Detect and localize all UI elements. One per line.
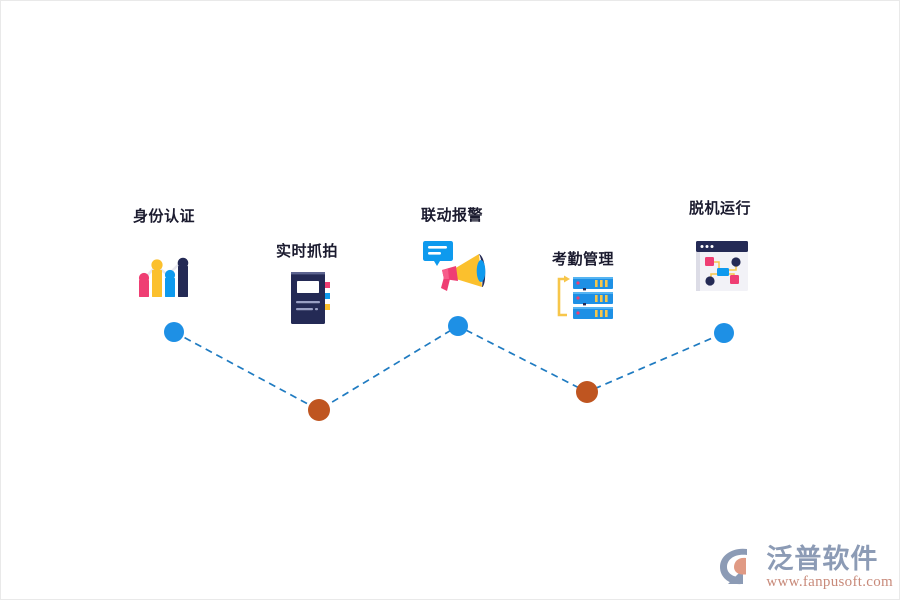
node-label-linked-alarm: 联动报警 — [420, 207, 484, 224]
milestone-dot-identity-authentication[interactable] — [164, 322, 184, 342]
notebook-document-icon — [285, 269, 333, 332]
server-rack-icon — [553, 275, 617, 326]
network-window-icon — [693, 239, 751, 298]
milestone-dot-linked-alarm[interactable] — [448, 316, 468, 336]
watermark: 泛普软件 www.fanpusoft.com — [716, 544, 893, 593]
node-label-identity-authentication: 身份认证 — [132, 208, 196, 225]
fanpu-swoosh-logo-icon — [716, 544, 762, 593]
watermark-brand-cn: 泛普软件 — [766, 544, 879, 576]
node-label-offline-operation: 脱机运行 — [688, 200, 752, 217]
megaphone-alert-icon — [420, 239, 492, 298]
milestone-dot-offline-operation[interactable] — [714, 323, 734, 343]
zigzag-dashed-line — [173, 325, 725, 411]
bar-chart-people-icon — [134, 249, 194, 304]
watermark-text-block: 泛普软件 www.fanpusoft.com — [766, 544, 893, 591]
node-label-realtime-capture: 实时抓拍 — [275, 243, 339, 260]
milestone-dot-attendance-management[interactable] — [576, 381, 598, 403]
milestone-dot-realtime-capture[interactable] — [308, 399, 330, 421]
watermark-url: www.fanpusoft.com — [766, 574, 893, 591]
node-label-attendance-management: 考勤管理 — [551, 251, 615, 268]
